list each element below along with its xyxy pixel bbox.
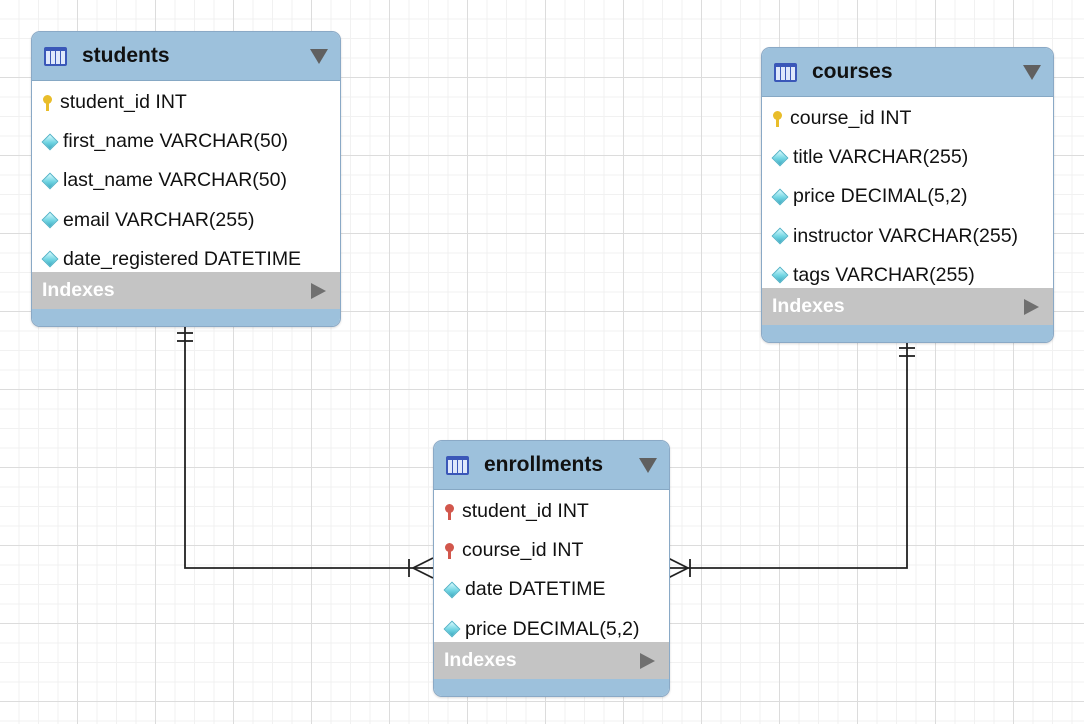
- column-label: instructor VARCHAR(255): [793, 224, 1019, 247]
- indexes-label: Indexes: [42, 279, 115, 301]
- collapse-triangle-icon[interactable]: [639, 457, 657, 473]
- column-icon: [771, 188, 789, 206]
- column-list: course_id INT title VARCHAR(255) price D…: [762, 97, 1053, 295]
- column-row[interactable]: first_name VARCHAR(50): [32, 122, 340, 161]
- table-title: courses: [812, 60, 893, 83]
- column-label: tags VARCHAR(255): [793, 263, 975, 286]
- crow-foot-upper-right: [667, 557, 689, 569]
- column-label: student_id INT: [60, 91, 187, 114]
- column-icon: [41, 250, 59, 268]
- column-row[interactable]: student_id INT: [434, 492, 669, 531]
- column-label: email VARCHAR(255): [63, 208, 255, 231]
- column-icon: [41, 133, 59, 151]
- table-footer: [762, 325, 1053, 342]
- table-icon: [44, 46, 67, 66]
- column-label: course_id INT: [790, 107, 912, 130]
- column-icon: [41, 172, 59, 190]
- table-header[interactable]: students: [32, 32, 340, 81]
- indexes-section[interactable]: Indexes: [762, 288, 1053, 325]
- foreign-key-icon: [444, 542, 456, 560]
- collapse-triangle-icon[interactable]: [1023, 64, 1041, 80]
- column-list: student_id INT course_id INT date DATETI…: [434, 490, 669, 649]
- column-row[interactable]: tags VARCHAR(255): [762, 256, 1053, 295]
- expand-triangle-icon[interactable]: [640, 652, 655, 669]
- crow-foot-upper-left: [412, 557, 434, 569]
- foreign-key-icon: [444, 503, 456, 521]
- table-header[interactable]: enrollments: [434, 441, 669, 490]
- column-row[interactable]: email VARCHAR(255): [32, 201, 340, 240]
- indexes-section[interactable]: Indexes: [434, 642, 669, 679]
- relationship-line-courses-enrollments[interactable]: [668, 341, 908, 569]
- column-row[interactable]: date_registered DATETIME: [32, 240, 340, 279]
- column-row[interactable]: course_id INT: [434, 531, 669, 570]
- relationship-line-students-enrollments[interactable]: [184, 325, 433, 569]
- column-label: title VARCHAR(255): [793, 146, 969, 169]
- indexes-section[interactable]: Indexes: [32, 272, 340, 309]
- column-icon: [771, 149, 789, 167]
- crow-foot-lower-left: [412, 567, 434, 579]
- table-icon: [446, 455, 469, 475]
- column-label: price DECIMAL(5,2): [465, 617, 640, 640]
- table-icon: [774, 62, 797, 82]
- column-row[interactable]: instructor VARCHAR(255): [762, 217, 1053, 256]
- primary-key-icon: [42, 94, 54, 112]
- table-title: students: [82, 44, 170, 67]
- column-icon: [771, 227, 789, 245]
- indexes-label: Indexes: [444, 649, 517, 671]
- primary-key-icon: [772, 110, 784, 128]
- column-label: price DECIMAL(5,2): [793, 185, 968, 208]
- column-label: course_id INT: [462, 539, 584, 562]
- column-label: first_name VARCHAR(50): [63, 130, 289, 153]
- column-row[interactable]: price DECIMAL(5,2): [762, 177, 1053, 216]
- column-icon: [41, 211, 59, 229]
- crow-foot-lower-right: [667, 567, 689, 579]
- table-footer: [32, 309, 340, 326]
- column-label: date DATETIME: [465, 578, 606, 601]
- table-courses[interactable]: courses course_id INT title VARCHAR(255)…: [761, 47, 1054, 343]
- expand-triangle-icon[interactable]: [311, 282, 326, 299]
- table-title: enrollments: [484, 453, 604, 476]
- collapse-triangle-icon[interactable]: [310, 48, 328, 64]
- indexes-label: Indexes: [772, 295, 845, 317]
- column-row[interactable]: last_name VARCHAR(50): [32, 161, 340, 200]
- column-icon: [443, 581, 461, 599]
- column-row[interactable]: price DECIMAL(5,2): [434, 610, 669, 649]
- table-enrollments[interactable]: enrollments student_id INT course_id INT…: [433, 440, 670, 697]
- column-label: date_registered DATETIME: [63, 247, 302, 270]
- column-row[interactable]: course_id INT: [762, 99, 1053, 138]
- table-footer: [434, 679, 669, 696]
- column-row[interactable]: date DATETIME: [434, 570, 669, 609]
- column-label: student_id INT: [462, 500, 589, 523]
- column-list: student_id INT first_name VARCHAR(50) la…: [32, 81, 340, 279]
- table-students[interactable]: students student_id INT first_name VARCH…: [31, 31, 341, 327]
- column-label: last_name VARCHAR(50): [63, 169, 287, 192]
- table-header[interactable]: courses: [762, 48, 1053, 97]
- column-icon: [771, 266, 789, 284]
- column-icon: [443, 620, 461, 638]
- expand-triangle-icon[interactable]: [1024, 298, 1039, 315]
- column-row[interactable]: title VARCHAR(255): [762, 138, 1053, 177]
- column-row[interactable]: student_id INT: [32, 83, 340, 122]
